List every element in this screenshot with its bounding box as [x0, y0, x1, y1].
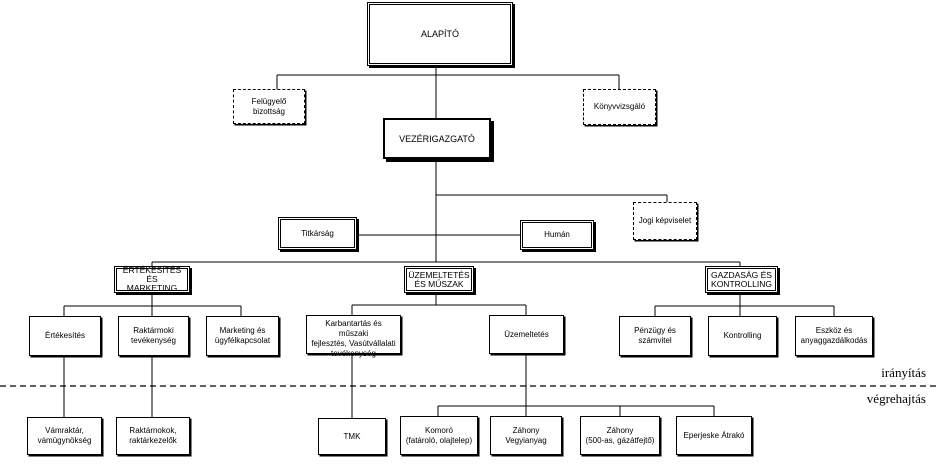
- exec-customs-warehouse: Vámraktár, vámügynökség: [27, 417, 102, 455]
- exec-eperjeske-transshipment: Eperjeske Átrakó: [676, 416, 752, 455]
- division-sales-marketing: ÉRTÉKESÍTÉS ÉS MARKETING: [114, 266, 190, 293]
- exec-tmk: TMK: [318, 418, 386, 455]
- unit-marketing-customer: Marketing és ügyfélkapcsolat: [206, 316, 279, 356]
- zone-label-execution: végrehajtás: [866, 391, 926, 406]
- exec-komoro: Komoró (fatároló, olajtelep): [400, 416, 478, 455]
- unit-warehouse-activity: Raktármoki tevékenység: [118, 316, 189, 356]
- node-founder: ALAPÍTÓ: [367, 2, 513, 66]
- node-auditor: Könyvvizsgáló: [583, 89, 656, 125]
- exec-storekeepers: Raktárnokok, raktárkezelők: [116, 417, 190, 455]
- unit-finance-accounting: Pénzügy és számvitel: [619, 316, 691, 356]
- zone-label-management: irányítás: [881, 365, 926, 380]
- exec-zahony-500: Záhony (500-as, gázátfejtő): [580, 416, 660, 455]
- unit-operation: Üzemeltetés: [489, 315, 564, 354]
- node-legal: Jogi képviselet: [633, 202, 697, 240]
- division-operations: ÜZEMELTETÉS ÉS MŰSZAK: [404, 266, 474, 293]
- division-finance-controlling: GAZDASÁG ÉS KONTROLLING: [705, 266, 778, 293]
- unit-controlling: Kontrolling: [708, 316, 777, 356]
- unit-maintenance-development: Karbantartás és műszaki fejlesztés, Vasú…: [306, 315, 401, 358]
- exec-zahony-chemicals: Záhony Vegyianyag: [490, 416, 562, 455]
- node-secretariat: Titkárság: [278, 217, 357, 250]
- unit-sales: Értékesítés: [29, 316, 101, 356]
- node-supervisory-board: Felügyelő bizottság: [233, 89, 305, 124]
- node-hr: Humán: [520, 220, 594, 250]
- node-ceo: VEZÉRIGAZGATÓ: [383, 118, 491, 159]
- unit-asset-management: Eszköz és anyaggazdálkodás: [795, 316, 873, 356]
